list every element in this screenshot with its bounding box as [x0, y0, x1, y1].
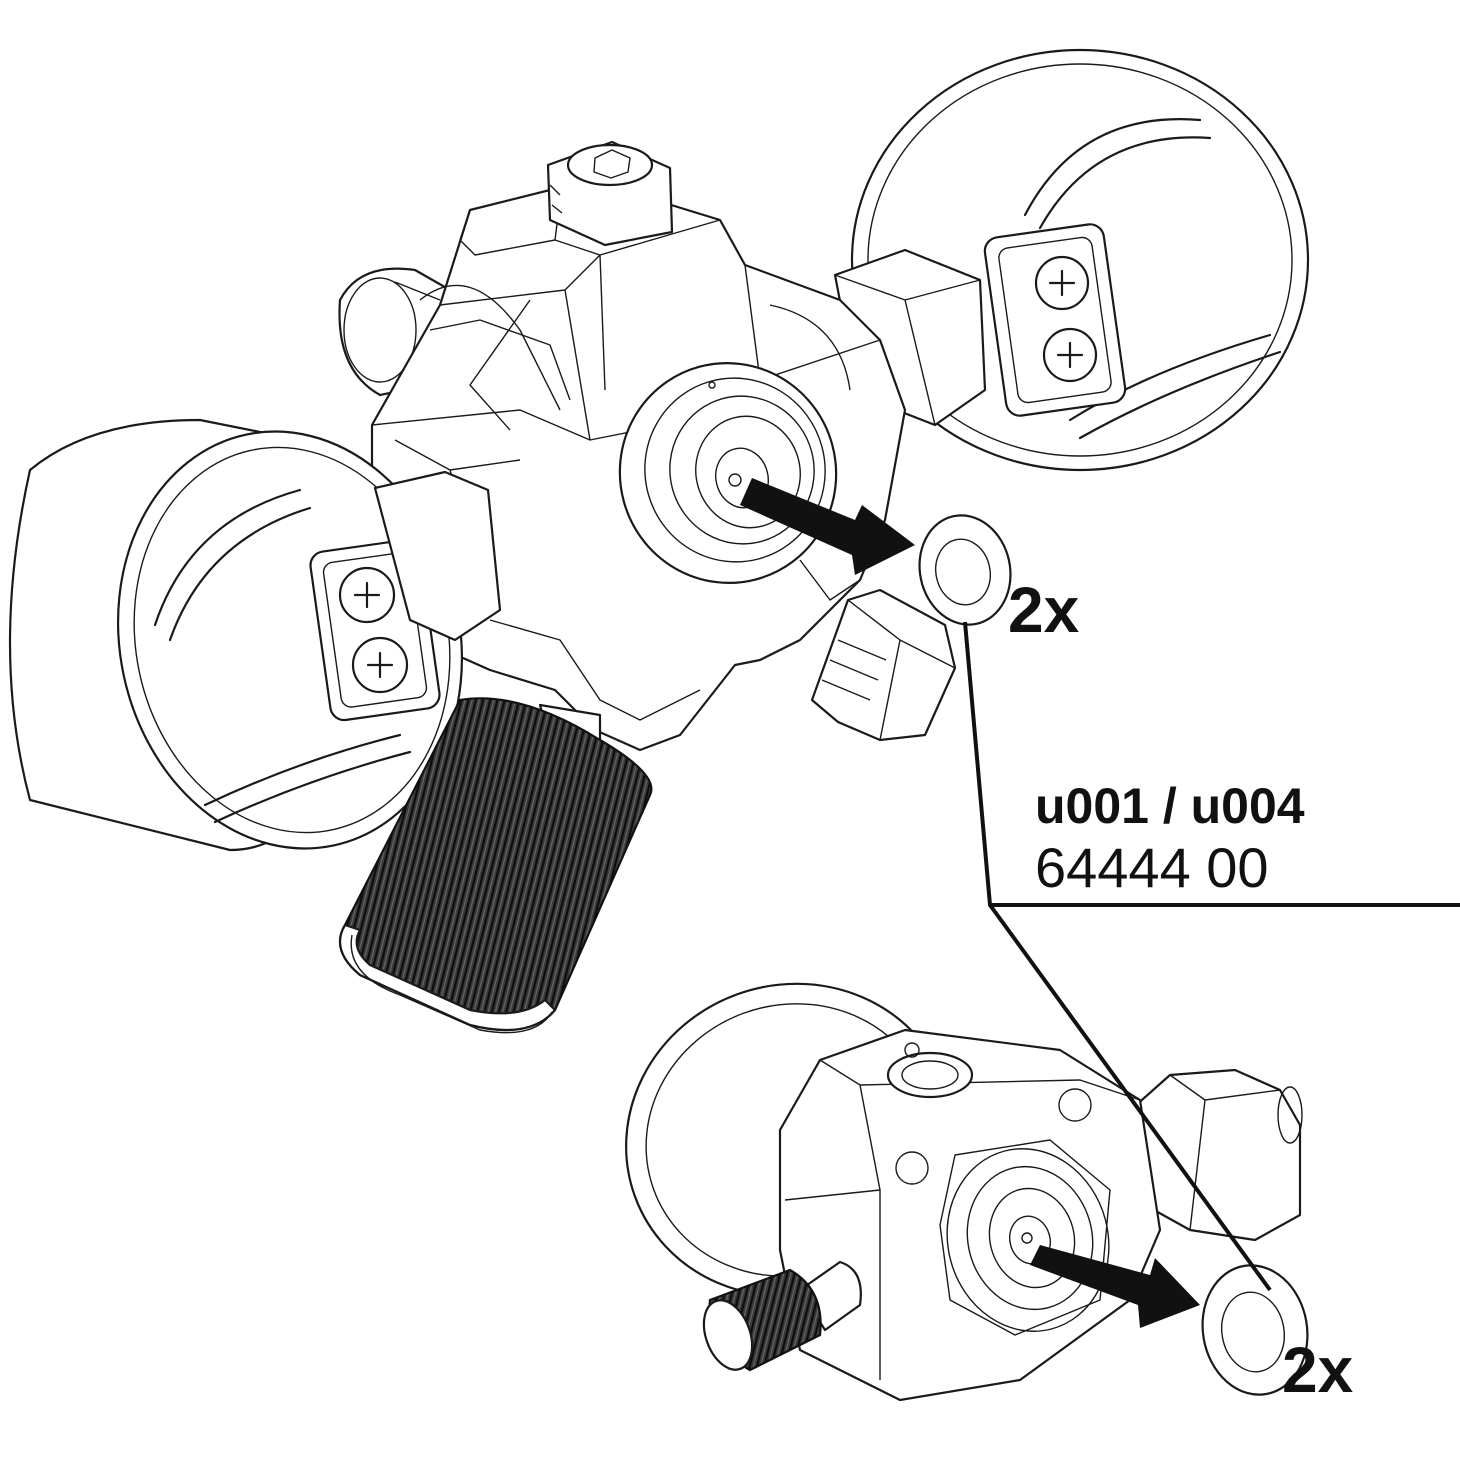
lower-seal-washer — [1201, 1264, 1309, 1396]
lower-insert-arrow — [1030, 1245, 1200, 1328]
part-models-label: u001 / u004 — [1035, 778, 1305, 834]
small-adjustment-knob — [702, 1260, 862, 1372]
bottom-hose-fitting — [810, 588, 957, 742]
qty-upper-label: 2x — [1008, 574, 1080, 646]
qty-lower-label: 2x — [1282, 1334, 1354, 1406]
adjustment-knob — [338, 697, 653, 1034]
dual-gauge-regulator — [8, 48, 1310, 1034]
top-adjustment-screw — [546, 140, 674, 247]
left-pressure-gauge — [8, 418, 464, 852]
part-number-label: 64444 00 — [1035, 836, 1269, 899]
compact-regulator — [625, 982, 1303, 1402]
callout-leader-lines — [963, 621, 1460, 1292]
upper-insert-arrow — [740, 478, 915, 575]
outlet-port — [618, 362, 838, 584]
compact-hose-fitting — [1123, 1068, 1303, 1242]
upper-seal-washer — [918, 514, 1012, 626]
compact-outlet-port — [939, 1139, 1111, 1336]
